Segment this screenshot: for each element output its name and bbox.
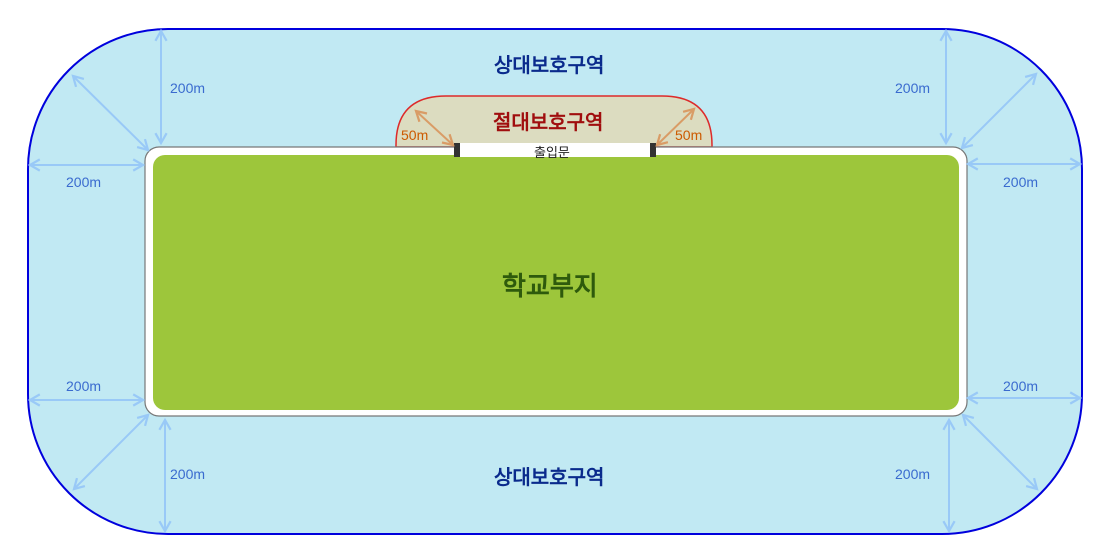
distance-arrows-top-left [27, 28, 168, 172]
distance-arrows-bottom-right [942, 391, 1083, 534]
absolute-distance-arrows [414, 107, 696, 147]
distance-top-right-horizontal: 200m [1003, 174, 1039, 190]
distance-top-left-vertical: 200m [170, 80, 206, 96]
distance-arrows-top-right [939, 28, 1083, 171]
distance-top-right-vertical: 200m [895, 80, 931, 96]
distance-bottom-right-horizontal: 200m [1003, 378, 1039, 394]
distance-arrows-bottom-left [27, 393, 172, 534]
absolute-left-distance: 50m [401, 127, 429, 143]
absolute-zone-area [395, 95, 713, 148]
absolute-right-distance: 50m [675, 127, 703, 143]
distance-bottom-left-vertical: 200m [170, 466, 206, 482]
relative-zone-top-label: 상대보호구역 [494, 53, 605, 77]
absolute-zone-label: 절대보호구역 [493, 110, 604, 134]
school-label: 학교부지 [502, 272, 598, 302]
school-ground [153, 155, 959, 410]
gate-label: 출입문 [534, 146, 570, 161]
relative-zone-bottom-label: 상대보호구역 [494, 465, 605, 489]
distance-bottom-left-horizontal: 200m [66, 378, 102, 394]
gate-opening [456, 143, 654, 157]
distance-top-left-horizontal: 200m [66, 174, 102, 190]
gate-post-right [650, 143, 656, 157]
gate-post-left [454, 143, 460, 157]
distance-bottom-right-vertical: 200m [895, 466, 931, 482]
